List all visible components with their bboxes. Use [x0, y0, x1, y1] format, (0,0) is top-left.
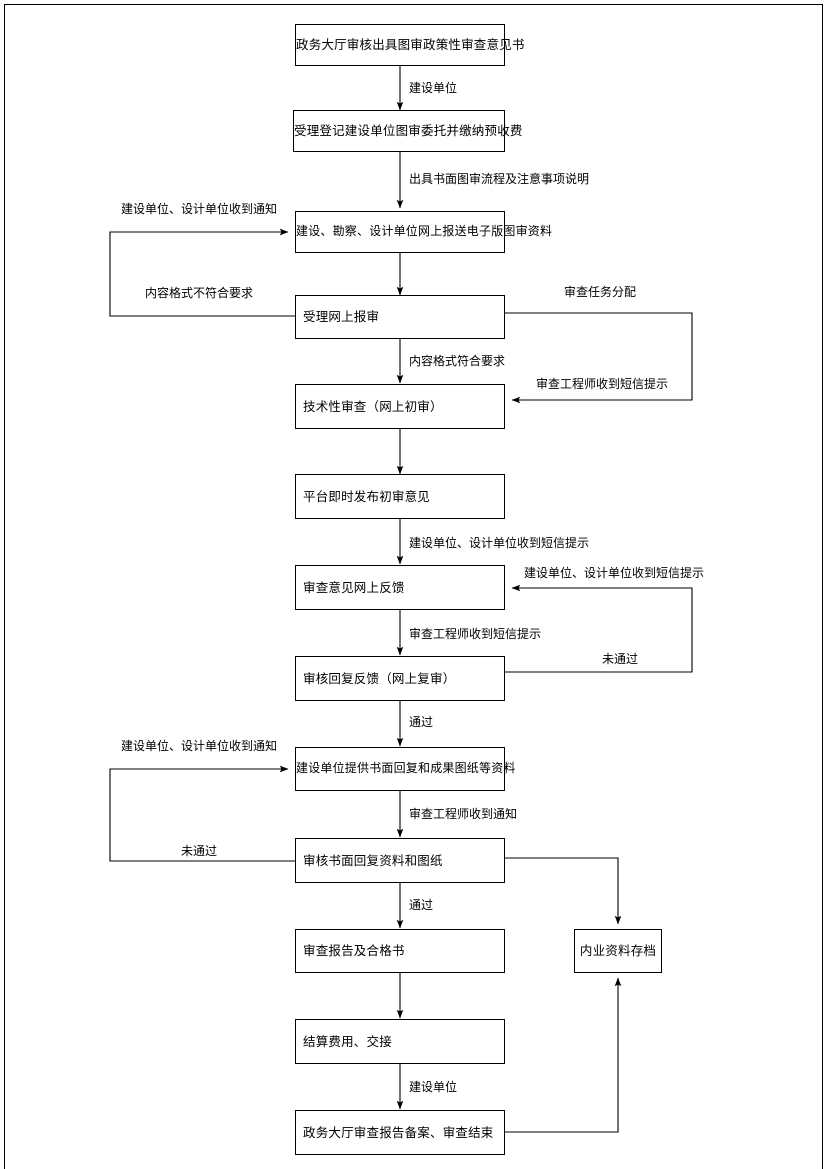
edge-label-e1: 建设单位	[409, 81, 458, 95]
node-label: 建设、勘察、设计单位网上报送电子版图审资料	[296, 224, 553, 239]
node-label: 内业资料存档	[579, 943, 657, 959]
node-label: 技术性审查（网上初审）	[303, 398, 443, 414]
edge-label-e5: 审查任务分配	[563, 285, 637, 299]
edge-label-e15: 未通过	[180, 844, 218, 858]
edge-label-e17: 建设单位	[409, 1080, 458, 1094]
edge-label-e2: 出具书面图审流程及注意事项说明	[409, 172, 590, 186]
node-label: 平台即时发布初审意见	[303, 488, 431, 504]
node-n13[interactable]: 政务大厅审查报告备案、审查结束	[295, 1110, 505, 1155]
node-n12[interactable]: 结算费用、交接	[295, 1019, 505, 1064]
node-label: 建设单位提供书面回复和成果图纸等资料	[296, 761, 516, 776]
node-n11[interactable]: 审查报告及合格书	[295, 929, 505, 973]
edge-label-e11: 未通过	[601, 652, 639, 666]
edge-label-e8: 建设单位、设计单位收到短信提示	[409, 536, 590, 550]
node-n5[interactable]: 技术性审查（网上初审）	[295, 384, 505, 429]
node-label: 受理网上报审	[303, 309, 380, 325]
edge-label-e7: 审查工程师收到短信提示	[535, 377, 669, 391]
edge-label-e4: 内容格式不符合要求	[144, 286, 254, 300]
edge-label-e14: 审查工程师收到通知	[409, 807, 518, 821]
node-label: 审查报告及合格书	[303, 943, 405, 959]
node-n9[interactable]: 建设单位提供书面回复和成果图纸等资料	[295, 747, 516, 791]
node-label: 审查意见网上反馈	[303, 579, 405, 595]
node-label: 受理登记建设单位图审委托并缴纳预收费	[294, 123, 523, 139]
edge-label-e12: 通过	[409, 715, 434, 729]
node-label: 审核回复反馈（网上复审）	[303, 670, 456, 686]
edge-label-e6: 内容格式符合要求	[409, 354, 506, 368]
edge-label-e13: 建设单位、设计单位收到通知	[120, 739, 278, 753]
node-label: 政务大厅审查报告备案、审查结束	[303, 1124, 494, 1140]
edge-label-e9: 建设单位、设计单位收到短信提示	[523, 566, 705, 580]
node-n10[interactable]: 审核书面回复资料和图纸	[295, 838, 505, 883]
node-n8[interactable]: 审核回复反馈（网上复审）	[295, 656, 505, 701]
node-label: 审核书面回复资料和图纸	[303, 852, 443, 868]
node-label: 政务大厅审核出具图审政策性审查意见书	[296, 37, 525, 53]
node-n14[interactable]: 内业资料存档	[574, 929, 662, 973]
node-n2[interactable]: 受理登记建设单位图审委托并缴纳预收费	[293, 110, 523, 152]
edge-label-e10: 审查工程师收到短信提示	[409, 627, 542, 641]
node-n7[interactable]: 审查意见网上反馈	[295, 565, 505, 610]
node-n1[interactable]: 政务大厅审核出具图审政策性审查意见书	[295, 24, 525, 66]
node-n4[interactable]: 受理网上报审	[295, 295, 505, 339]
page-border	[4, 4, 823, 1169]
edge-label-e16: 通过	[409, 898, 434, 912]
node-n3[interactable]: 建设、勘察、设计单位网上报送电子版图审资料	[295, 211, 553, 253]
node-label: 结算费用、交接	[303, 1033, 392, 1049]
edge-label-e3: 建设单位、设计单位收到通知	[120, 202, 278, 216]
node-n6[interactable]: 平台即时发布初审意见	[295, 474, 505, 519]
